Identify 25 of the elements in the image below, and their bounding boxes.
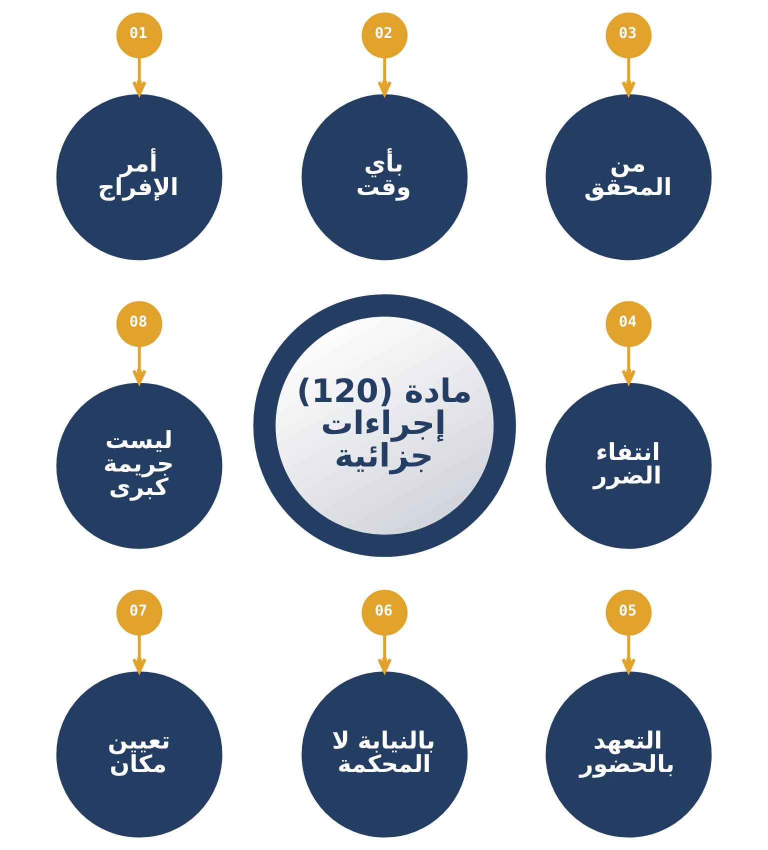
node-circle: 04	[606, 301, 652, 347]
node-circle: التعهد بالحضور	[546, 672, 712, 838]
node-circle: أمر الإفراج	[56, 94, 222, 260]
arrow	[132, 346, 146, 385]
node-circle: 02	[362, 12, 408, 58]
node-circle: تعيين مكان	[56, 672, 222, 838]
node-circle: بالنيابة لا المحكمة	[302, 672, 468, 838]
arrow	[622, 58, 636, 96]
arrow	[378, 635, 392, 674]
node-circle: 08	[116, 301, 162, 347]
node-circle: 01	[116, 12, 162, 58]
node-circle: انتفاء الضرر	[546, 382, 712, 549]
node-circle: مادة (120) إجراءات جزائية	[253, 294, 516, 557]
arrow	[622, 346, 636, 385]
node-circle: ليست جريمة كبرى	[56, 382, 222, 549]
arrow	[622, 635, 636, 674]
arrow	[378, 58, 392, 96]
node-circle: 07	[116, 590, 162, 636]
node-circle: من المحقق	[546, 94, 712, 260]
node-circle: 06	[362, 590, 408, 636]
arrow	[132, 635, 146, 674]
node-circle: 05	[606, 590, 652, 636]
node-circle: 03	[606, 12, 652, 58]
arrow	[132, 58, 146, 96]
node-circle: بأي وقت	[302, 94, 468, 260]
